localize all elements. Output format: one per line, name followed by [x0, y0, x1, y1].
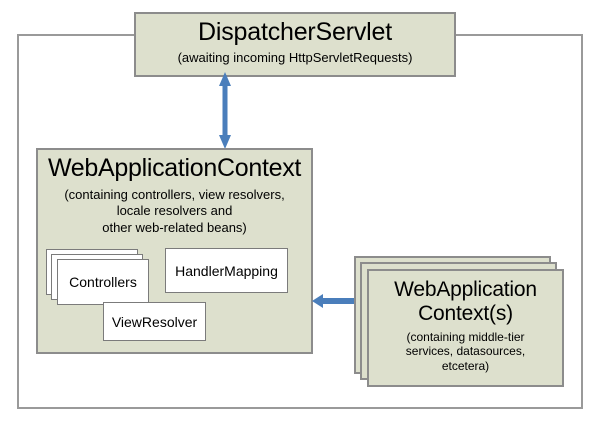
- web-application-context-subtitle: (containing controllers, view resolvers,…: [64, 187, 285, 235]
- view-resolver-bean-box: ViewResolver: [103, 302, 206, 341]
- root-context-title-line2: Context(s): [418, 301, 513, 325]
- web-application-context-title: WebApplicationContext: [47, 154, 302, 182]
- handler-mapping-bean-box: HandlerMapping: [165, 248, 288, 293]
- view-resolver-bean-label: ViewResolver: [111, 313, 198, 330]
- dispatcher-servlet-title: DispatcherServlet: [198, 18, 392, 46]
- controllers-bean-stack: Controllers: [46, 249, 149, 305]
- controllers-bean-label: Controllers: [69, 274, 137, 290]
- dispatcher-servlet-box: DispatcherServlet (awaiting incoming Htt…: [134, 12, 456, 77]
- root-web-application-contexts-stack: WebApplication Context(s) (containing mi…: [354, 256, 564, 387]
- root-context-title-line1: WebApplication: [394, 278, 537, 301]
- root-web-application-context-box: WebApplication Context(s) (containing mi…: [367, 269, 564, 387]
- dispatcher-servlet-subtitle: (awaiting incoming HttpServletRequests): [177, 50, 413, 65]
- handler-mapping-bean-label: HandlerMapping: [175, 262, 278, 279]
- controllers-bean-box: Controllers: [57, 259, 149, 305]
- arrow-dispatcher-to-webapplicationcontext: [219, 72, 231, 149]
- arrow-webapplicationcontext-to-root-contexts: [312, 294, 368, 308]
